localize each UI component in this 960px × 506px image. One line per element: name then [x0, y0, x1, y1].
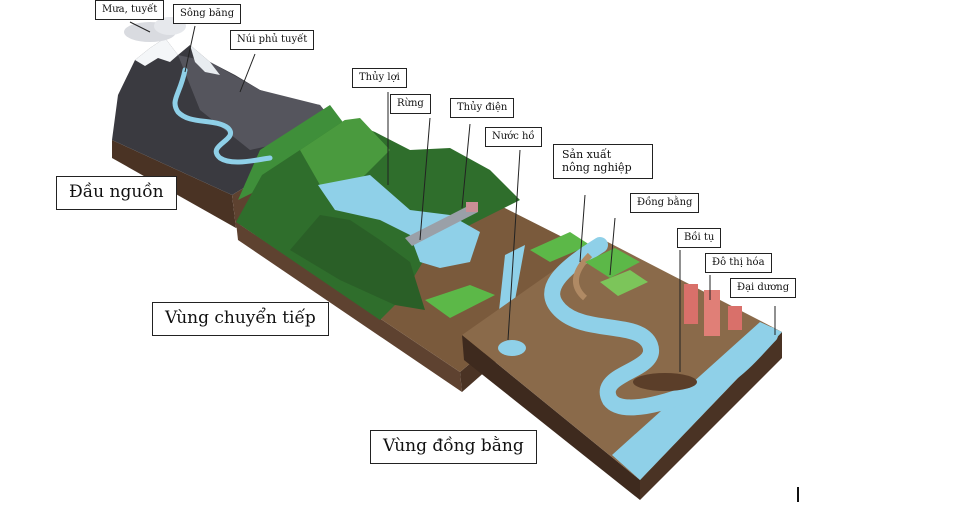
building: [684, 284, 698, 324]
leader-rain: [129, 21, 151, 33]
label-zone-delta: Vùng đồng bằng: [370, 430, 537, 464]
delta-sediment: [633, 373, 697, 391]
delta-ground: [462, 238, 782, 480]
transition-soil-front: [236, 222, 462, 392]
text-cursor: [797, 487, 799, 502]
leader-plain: [609, 217, 616, 276]
forest-hills: [236, 120, 520, 320]
label-irrigation: Thủy lợi: [352, 68, 407, 88]
forest-front-hill: [290, 215, 425, 310]
label-plain: Đồng bằng: [630, 193, 700, 213]
mountain-stream: [172, 67, 273, 165]
label-sediment: Bồi tụ: [677, 228, 722, 248]
dam-building: [466, 202, 478, 212]
hydro-dam: [405, 205, 478, 246]
snow-cap: [135, 38, 178, 66]
forest-hills-light: [300, 118, 390, 185]
leader-glacier: [184, 25, 196, 73]
label-ocean: Đại dương: [730, 278, 797, 298]
leader-forest: [419, 117, 431, 241]
snow-cap-right: [190, 45, 220, 75]
label-rain-snow: Mưa, tuyết: [95, 0, 165, 20]
leader-agri: [579, 194, 586, 263]
city-buildings: [684, 284, 742, 336]
label-lake-water: Nước hồ: [485, 127, 542, 147]
delta-soil-right: [640, 332, 782, 500]
label-snow-mountain: Núi phủ tuyết: [230, 30, 315, 50]
delta-block: [462, 237, 782, 500]
label-agriculture: Sản xuất nông nghiệp: [553, 144, 653, 180]
label-hydropower: Thủy điện: [450, 98, 515, 118]
label-zone-transition: Vùng chuyển tiếp: [152, 302, 329, 336]
reservoir-lake: [318, 175, 480, 268]
leader-snow: [239, 53, 256, 93]
label-zone-headwaters: Đầu nguồn: [56, 176, 177, 210]
delta-river-bank: [573, 252, 593, 301]
label-glacier: Sông băng: [173, 4, 242, 24]
leader-hydro: [461, 123, 471, 209]
delta-green-fields: [585, 248, 640, 278]
label-agriculture-line2: nông nghiệp: [562, 160, 632, 174]
lake-pool: [498, 340, 526, 356]
label-agriculture-line1: Sản xuất: [562, 148, 612, 161]
building: [704, 290, 720, 336]
label-forest: Rừng: [390, 94, 431, 114]
label-urbanization: Đô thị hóa: [705, 253, 772, 273]
green-fields: [425, 285, 495, 318]
delta-soil-front: [462, 335, 640, 500]
delta-river: [544, 237, 778, 416]
green-fields-right: [530, 232, 590, 262]
building: [728, 306, 742, 330]
leader-lake: [507, 149, 521, 341]
delta-green-fields-2: [600, 270, 648, 296]
